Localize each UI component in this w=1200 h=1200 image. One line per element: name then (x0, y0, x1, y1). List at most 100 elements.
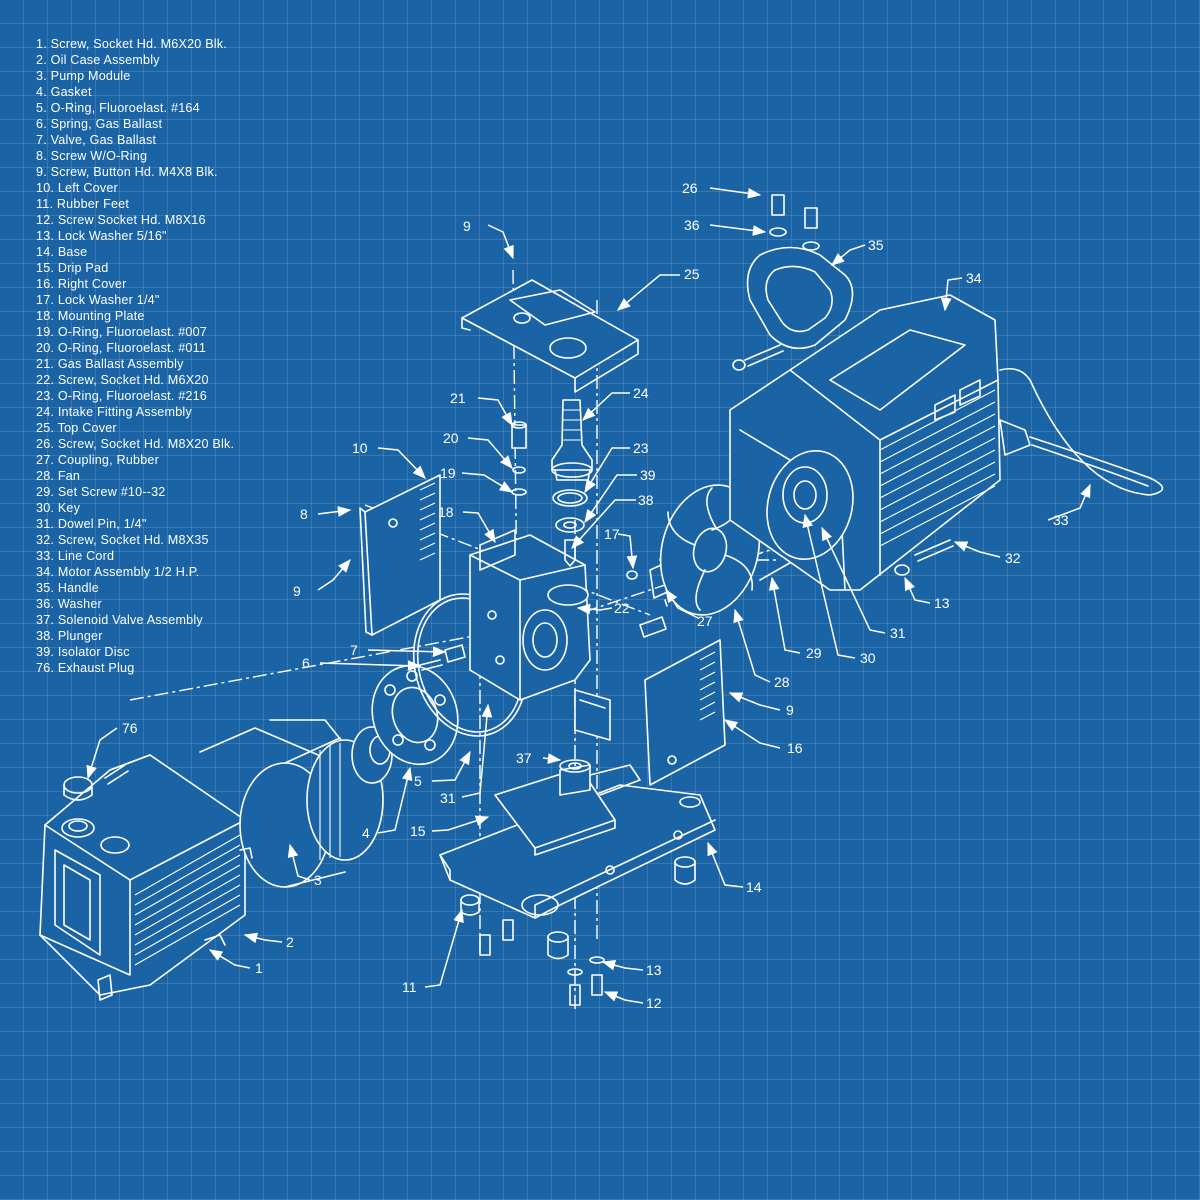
legend-item: 6. Spring, Gas Ballast (36, 116, 234, 132)
callout: 22 (614, 600, 630, 616)
legend-number: 28. (36, 469, 55, 483)
callout: 7 (350, 642, 358, 658)
legend-number: 6. (36, 117, 47, 131)
callout: 3 (314, 872, 322, 888)
o-ring-216 (553, 490, 587, 506)
legend-number: 16. (36, 277, 55, 291)
legend-label: Drip Pad (57, 261, 109, 275)
leader-lines (86, 188, 1090, 1003)
legend-number: 25. (36, 421, 55, 435)
legend-item: 31. Dowel Pin, 1/4" (36, 516, 234, 532)
legend-number: 3. (36, 69, 47, 83)
legend-number: 33. (36, 549, 55, 563)
legend-number: 39. (36, 645, 55, 659)
legend-item: 11. Rubber Feet (36, 196, 234, 212)
callout: 17 (604, 526, 620, 542)
legend-item: 12. Screw Socket Hd. M8X16 (36, 212, 234, 228)
legend-label: Exhaust Plug (57, 661, 135, 675)
legend-label: Base (57, 245, 88, 259)
left-cover (360, 475, 440, 635)
legend-label: Fan (57, 469, 81, 483)
legend-item: 8. Screw W/O-Ring (36, 148, 234, 164)
legend-item: 9. Screw, Button Hd. M4X8 Blk. (36, 164, 234, 180)
legend-label: Pump Module (50, 69, 131, 83)
legend-number: 27. (36, 453, 55, 467)
line-cord (1000, 369, 1163, 495)
legend-item: 28. Fan (36, 468, 234, 484)
callout: 32 (1005, 550, 1021, 566)
legend-number: 31. (36, 517, 55, 531)
legend-label: Plunger (57, 629, 103, 643)
legend-number: 19. (36, 325, 55, 339)
legend-item: 29. Set Screw #10--32 (36, 484, 234, 500)
motor-assembly (730, 295, 1000, 590)
legend-item: 24. Intake Fitting Assembly (36, 404, 234, 420)
legend-item: 2. Oil Case Assembly (36, 52, 234, 68)
base-screws (480, 920, 604, 1005)
legend-number: 11. (36, 197, 54, 211)
legend-label: Set Screw #10--32 (57, 485, 166, 499)
callout: 11 (402, 979, 417, 995)
callout: 15 (410, 823, 426, 839)
callout: 18 (438, 504, 454, 520)
right-cover (645, 640, 725, 785)
legend-number: 7. (36, 133, 47, 147)
legend-number: 23. (36, 389, 55, 403)
handle (748, 248, 853, 349)
legend-label: Solenoid Valve Assembly (57, 613, 203, 627)
isolator-disc (556, 518, 584, 532)
callout: 36 (684, 217, 700, 233)
legend-item: 17. Lock Washer 1/4" (36, 292, 234, 308)
callout: 76 (122, 720, 138, 736)
legend-item: 36. Washer (36, 596, 234, 612)
callout: 4 (362, 825, 370, 841)
callout: 14 (746, 879, 762, 895)
socket-screw-22 (640, 617, 666, 637)
legend-label: Key (57, 501, 81, 515)
legend-item: 35. Handle (36, 580, 234, 596)
legend-number: 26. (36, 437, 55, 451)
legend-item: 22. Screw, Socket Hd. M6X20 (36, 372, 234, 388)
callout: 6 (302, 655, 310, 671)
callout: 19 (440, 465, 456, 481)
legend-label: Screw Socket Hd. M8X16 (57, 213, 206, 227)
legend-number: 38. (36, 629, 55, 643)
legend-label: Washer (57, 597, 102, 611)
legend-label: Isolator Disc (57, 645, 130, 659)
legend-label: O-Ring, Fluoroelast. #007 (57, 325, 208, 339)
parts-legend: 1. Screw, Socket Hd. M6X20 Blk.2. Oil Ca… (36, 36, 234, 676)
legend-item: 37. Solenoid Valve Assembly (36, 612, 234, 628)
legend-item: 23. O-Ring, Fluoroelast. #216 (36, 388, 234, 404)
legend-number: 36. (36, 597, 55, 611)
callout: 33 (1053, 512, 1069, 528)
callout: 34 (966, 270, 982, 286)
legend-label: Screw, Socket Hd. M6X20 (57, 373, 209, 387)
legend-item: 20. O-Ring, Fluoroelast. #011 (36, 340, 234, 356)
legend-label: O-Ring, Fluoroelast. #164 (50, 101, 200, 115)
legend-item: 32. Screw, Socket Hd. M8X35 (36, 532, 234, 548)
callout: 16 (787, 740, 803, 756)
legend-label: Line Cord (57, 549, 115, 563)
callout: 38 (638, 492, 654, 508)
legend-label: Top Cover (57, 421, 117, 435)
legend-label: Gasket (50, 85, 92, 99)
legend-item: 1. Screw, Socket Hd. M6X20 Blk. (36, 36, 234, 52)
legend-label: Intake Fitting Assembly (57, 405, 192, 419)
legend-number: 22. (36, 373, 55, 387)
legend-label: Dowel Pin, 1/4" (57, 517, 147, 531)
callout: 8 (300, 506, 308, 522)
legend-label: Screw, Socket Hd. M6X20 Blk. (50, 37, 227, 51)
callout: 1 (255, 960, 263, 976)
callout: 21 (450, 390, 466, 406)
motor-screws (733, 345, 953, 575)
legend-number: 35. (36, 581, 55, 595)
callout: 26 (682, 180, 698, 196)
legend-item: 3. Pump Module (36, 68, 234, 84)
legend-label: Lock Washer 5/16" (57, 229, 167, 243)
base (440, 785, 715, 918)
legend-label: Oil Case Assembly (50, 53, 160, 67)
legend-number: 9. (36, 165, 47, 179)
callout: 13 (934, 595, 950, 611)
callout: 39 (640, 467, 656, 483)
